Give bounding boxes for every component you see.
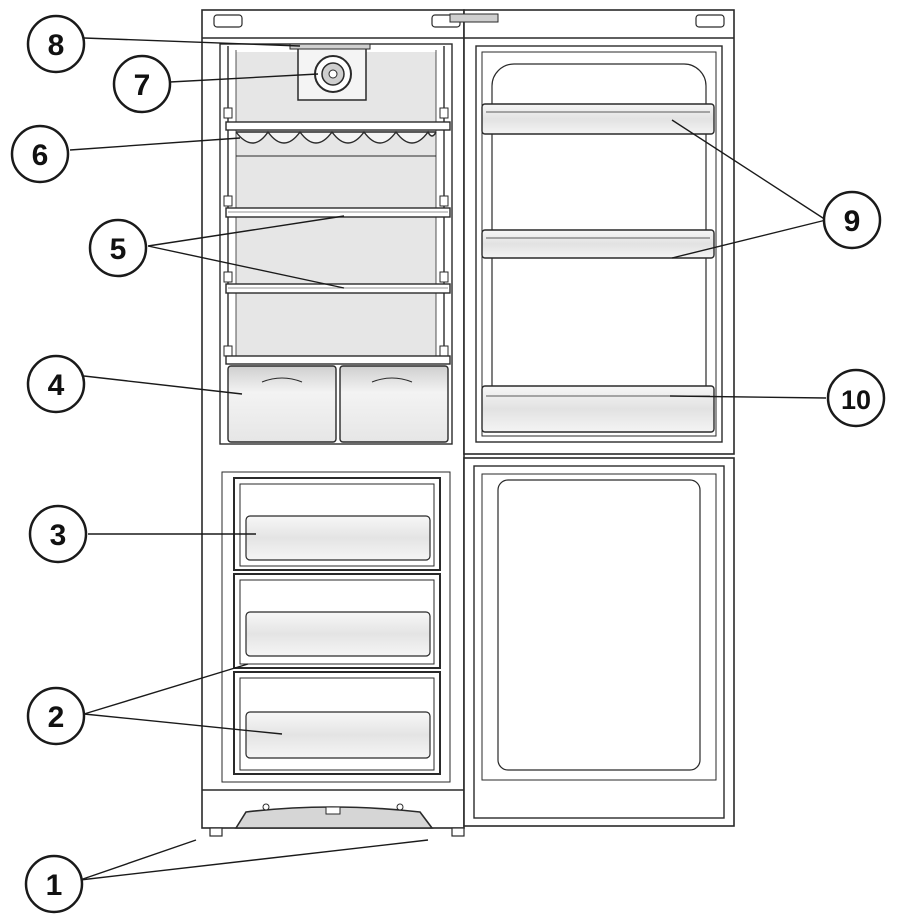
bottle-rack-shelf [225,121,451,157]
door-bins [481,103,715,433]
callout-10: 10 [826,368,886,428]
svg-text:10: 10 [841,385,871,415]
thermostat-light-unit [289,43,371,101]
svg-text:1: 1 [46,869,63,902]
svg-text:9: 9 [844,205,861,238]
callout-8: 8 [26,14,86,74]
crisper-drawers [227,365,449,443]
svg-text:2: 2 [48,701,65,734]
callout-6: 6 [10,124,70,184]
freezer-compartment [221,471,451,783]
callout-7: 7 [112,54,172,114]
leader-lines [69,37,827,881]
svg-text:4: 4 [48,369,65,402]
glass-shelves [225,207,451,365]
svg-text:7: 7 [134,69,151,102]
callout-5: 5 [88,218,148,278]
svg-text:5: 5 [110,233,127,266]
svg-text:6: 6 [32,139,49,172]
svg-text:3: 3 [50,519,67,552]
svg-text:8: 8 [48,29,65,62]
callout-9: 9 [822,190,882,250]
callout-1: 1 [24,854,84,914]
freezer-door [463,457,735,827]
callout-3: 3 [28,504,88,564]
callout-4: 4 [26,354,86,414]
callout-2: 2 [26,686,86,746]
